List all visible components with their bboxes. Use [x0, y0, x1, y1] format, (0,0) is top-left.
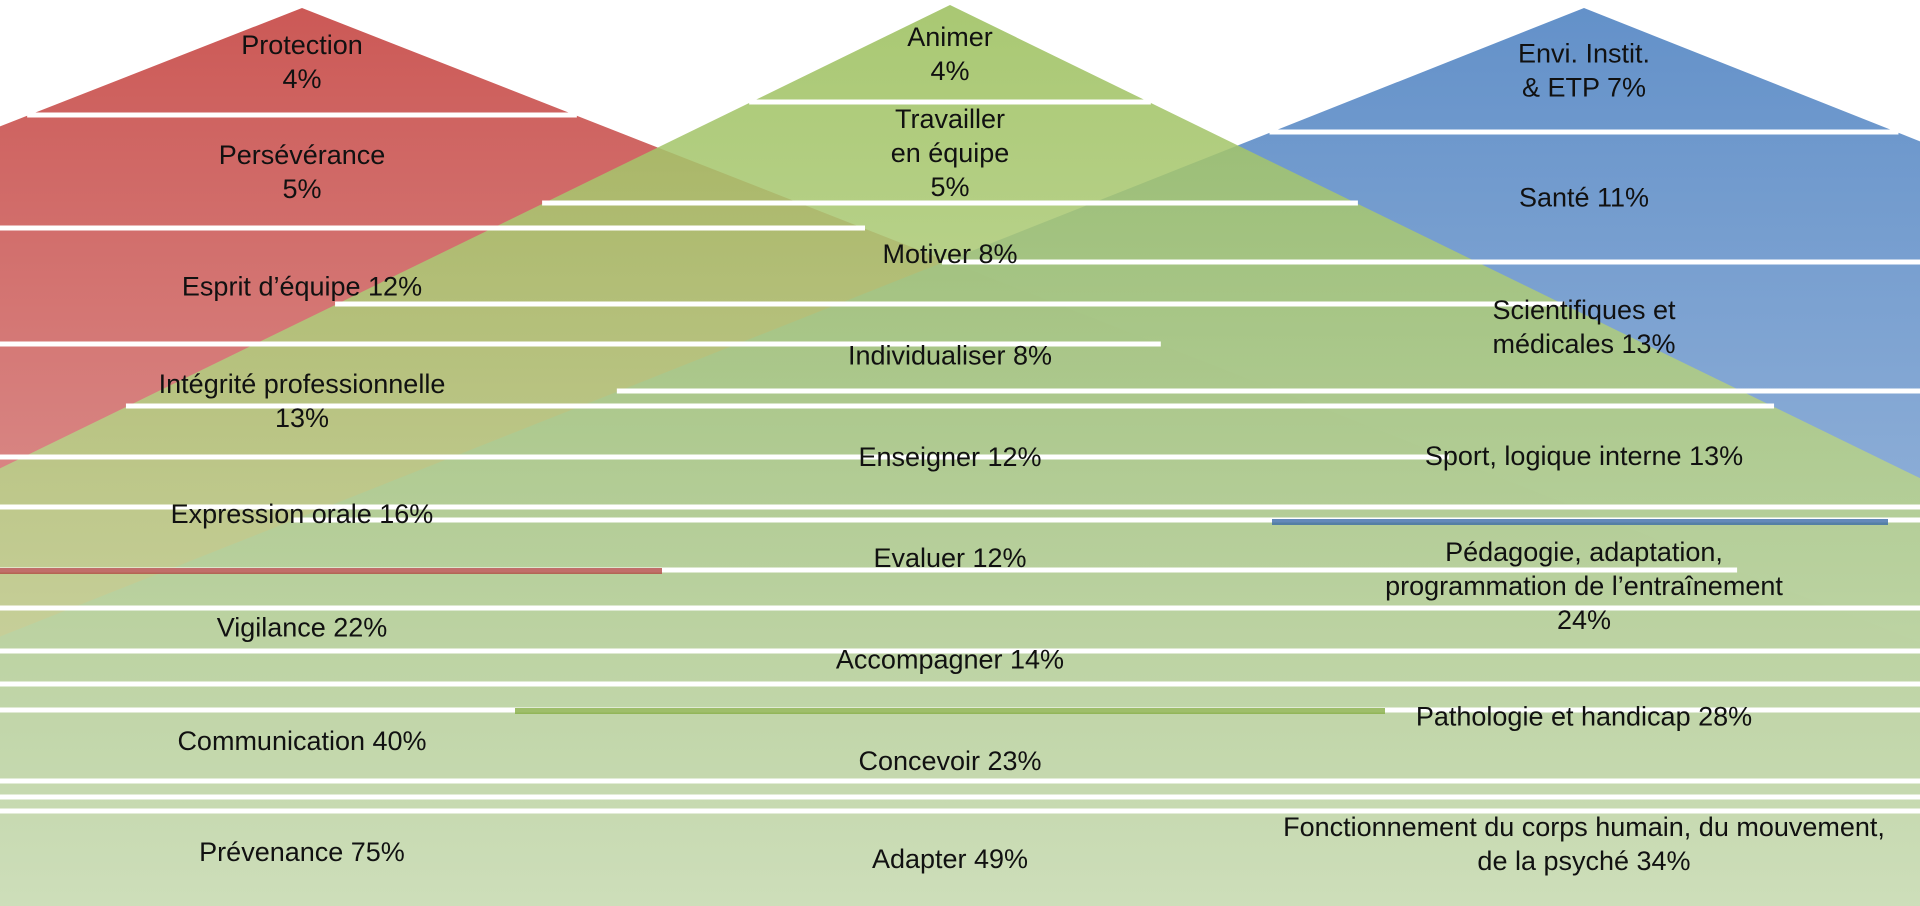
pyramid-blue-layer-7-label: Fonctionnement du corps humain, du mouve… [1283, 812, 1885, 876]
pyramid-red-layer-8-label: Prévenance 75% [199, 837, 405, 867]
pyramid-red-layer-5-label: Expression orale 16% [171, 499, 434, 529]
pyramid-blue-layer-4-label: Sport, logique interne 13% [1425, 441, 1743, 471]
pyramid-blue-layer-5-label: Pédagogie, adaptation,programmation de l… [1385, 537, 1783, 635]
pyramid-green-layer-8-label: Concevoir 23% [858, 746, 1041, 776]
pyramid-green-layer-9-label: Adapter 49% [872, 844, 1028, 874]
pyramid-blue-layer-6-label: Pathologie et handicap 28% [1416, 701, 1752, 731]
pyramid-blue-layer-2-label: Santé 11% [1519, 182, 1649, 212]
pyramid-red-layer-7-label: Communication 40% [177, 726, 426, 756]
pyramid-red-layer-6-label: Vigilance 22% [217, 612, 388, 642]
pyramid-green-layer-5-label: Enseigner 12% [858, 442, 1041, 472]
pyramid-green-layer-3-label: Motiver 8% [882, 239, 1017, 269]
pyramid-blue-layer-1-label: Envi. Instit.& ETP 7% [1518, 38, 1650, 102]
pyramid-green-layer-6-label: Evaluer 12% [873, 543, 1026, 573]
pyramid-green-layer-4-label: Individualiser 8% [848, 340, 1052, 370]
pyramid-separators [0, 99, 1920, 814]
pyramid-red-layer-3-label: Esprit d’équipe 12% [182, 271, 422, 301]
pyramid-green-layer-7-label: Accompagner 14% [836, 644, 1064, 674]
